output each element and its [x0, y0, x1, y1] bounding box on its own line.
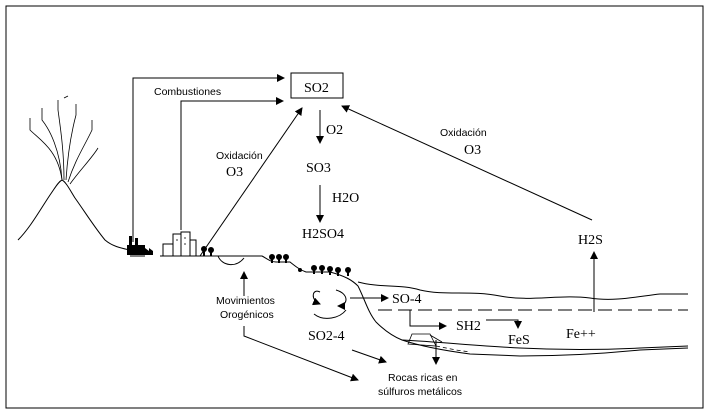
label-o3-right: O3	[464, 143, 481, 158]
arrow-sh2-fes	[486, 319, 522, 329]
ground-depression	[217, 255, 245, 265]
volcano	[17, 95, 131, 251]
cycle-arrow-bottom	[313, 309, 347, 319]
label-h2so4: H2SO4	[302, 227, 344, 242]
label-rocas-line1: Rocas ricas en	[388, 372, 458, 384]
label-h2s: H2S	[578, 233, 603, 248]
sea-floor	[329, 271, 689, 357]
label-oxidacion-left: Oxidación	[216, 150, 263, 162]
label-o2: O2	[326, 123, 343, 138]
label-so2: SO2	[304, 81, 329, 96]
label-so3: SO3	[306, 161, 331, 176]
label-movimientos: Movimientos	[216, 295, 275, 307]
diagram-frame	[5, 5, 704, 409]
trees	[201, 246, 351, 276]
label-so4-2minus: SO2-4	[308, 329, 345, 344]
combustion-arrow-city	[180, 97, 284, 230]
label-so4-minus: SO-4	[392, 292, 422, 307]
combustion-arrow-factory	[132, 74, 285, 242]
movimientos-to-rocas-arrow	[243, 326, 359, 382]
oxidation-arrow-left	[199, 107, 303, 257]
label-orogenicos: Orogénicos	[220, 309, 274, 321]
cycle-arrow-right	[335, 289, 347, 310]
cycle-arrow-left	[312, 290, 321, 306]
label-fes: FeS	[508, 333, 530, 348]
label-o3-left: O3	[226, 165, 243, 180]
label-combustiones: Combustiones	[154, 86, 221, 98]
label-h2o: H2O	[332, 191, 359, 206]
sulfide-rock-deposit	[407, 333, 437, 347]
label-oxidacion-right: Oxidación	[440, 127, 487, 139]
city-buildings	[162, 231, 197, 257]
arrow-so4-rocas	[351, 349, 387, 364]
so2-box	[290, 72, 344, 99]
label-fe-pp: Fe++	[566, 327, 596, 342]
oxidation-arrow-right	[341, 105, 593, 221]
label-rocas-line2: súlfuros metálicos	[378, 386, 462, 398]
factory	[127, 236, 153, 255]
arrow-so4-sh2	[409, 310, 447, 330]
label-sh2: SH2	[456, 319, 481, 334]
sea-surface	[357, 281, 688, 300]
